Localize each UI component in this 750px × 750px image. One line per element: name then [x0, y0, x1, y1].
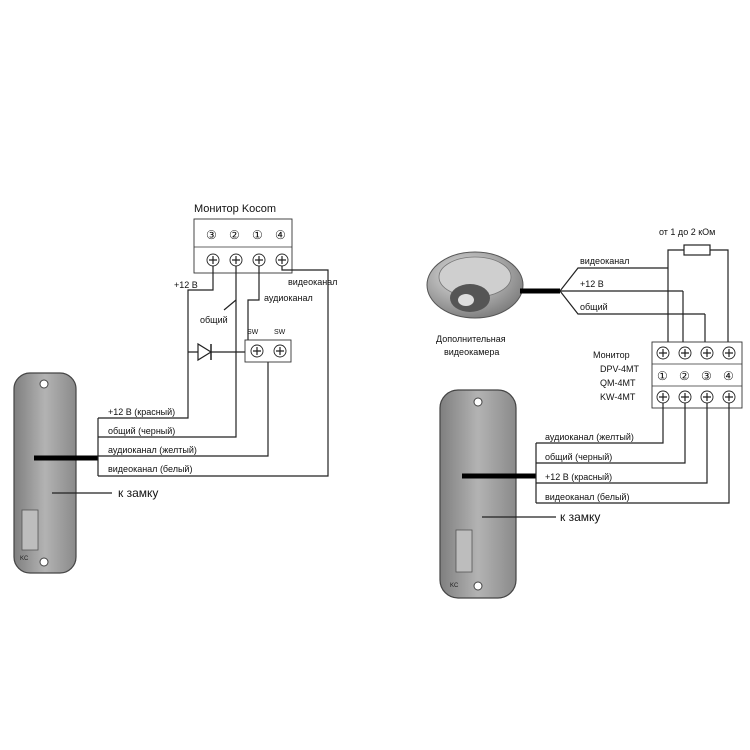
right-monitor-line2: DPV-4MT [600, 364, 640, 374]
left-label-common: общий [200, 315, 228, 325]
svg-text:KC: KC [20, 556, 29, 562]
left-terminal-number-2: ② [229, 228, 240, 242]
resistor-symbol [683, 244, 711, 256]
right-terminal-number-3: ③ [701, 369, 712, 383]
left-terminal-number-4: ④ [275, 228, 286, 242]
left-lock-label: к замку [118, 486, 158, 500]
right-monitor-line3: QM-4MT [600, 378, 636, 388]
left-monitor-terminals [206, 253, 289, 267]
resistor-wire-left [667, 249, 684, 268]
left-wire-audio [98, 341, 269, 457]
left-terminal-number-3: ③ [206, 228, 217, 242]
right-wire-label-video: видеоканал (белый) [545, 492, 629, 502]
resistor-wire-right [710, 249, 729, 350]
right-terminal-number-2: ② [679, 369, 690, 383]
left-wire-label-12v: +12 В (красный) [108, 407, 175, 417]
left-wire-video [98, 266, 329, 477]
right-terminal-number-1: ① [657, 369, 668, 383]
right-wire-audio [536, 403, 664, 444]
left-door-panel: KC [13, 372, 77, 574]
camera-label-line2: видеокамера [444, 347, 499, 357]
right-monitor-line4: KW-4MT [600, 392, 636, 402]
left-wire-label-audio: аудиоканал (желтый) [108, 445, 197, 455]
right-monitor-terminals-bottom [656, 390, 736, 404]
left-wire-label-common: общий (черный) [108, 426, 175, 436]
camera-wire-common [559, 290, 705, 315]
right-wire-common [536, 403, 686, 464]
right-wire-label-audio: аудиоканал (желтый) [545, 432, 634, 442]
left-wire-label-video: видеоканал (белый) [108, 464, 192, 474]
left-wire-audio-top [247, 266, 260, 341]
svg-text:KC: KC [450, 583, 459, 589]
resistor-label: от 1 до 2 кОм [659, 227, 715, 237]
camera-label-line1: Дополнительная [436, 334, 506, 344]
sw-label-1: SW [247, 329, 259, 336]
camera-label-common: общий [580, 302, 608, 312]
right-diagram: Дополнительная видеокамера видеоканал +1… [426, 227, 743, 599]
right-monitor-terminals-top [656, 346, 736, 360]
right-wire-label-12v: +12 В (красный) [545, 472, 612, 482]
diode-symbol [188, 342, 245, 362]
right-monitor-line1: Монитор [593, 350, 630, 360]
left-diagram: Монитор Kocom ③ ② ① ④ SW SW [13, 203, 337, 574]
left-label-12v: +12 В [174, 280, 198, 290]
left-wire-12v [98, 266, 214, 419]
left-wire-common [98, 266, 237, 438]
right-door-panel: KC [439, 389, 517, 599]
camera-label-video: видеоканал [580, 256, 629, 266]
right-wire-label-common: общий (черный) [545, 452, 612, 462]
right-wire-12v [536, 403, 708, 484]
camera-icon [426, 251, 524, 319]
right-terminal-number-4: ④ [723, 369, 734, 383]
sw-label-2: SW [274, 329, 286, 336]
left-common-leader [223, 299, 237, 311]
camera-wire-video [559, 267, 668, 292]
camera-label-12v: +12 В [580, 279, 604, 289]
left-monitor-title: Монитор Kocom [194, 203, 276, 215]
left-terminal-number-1: ① [252, 228, 263, 242]
right-lock-label: к замку [560, 510, 600, 524]
left-label-video: видеоканал [288, 277, 337, 287]
left-label-audio: аудиоканал [264, 293, 313, 303]
right-wire-video [536, 403, 730, 504]
